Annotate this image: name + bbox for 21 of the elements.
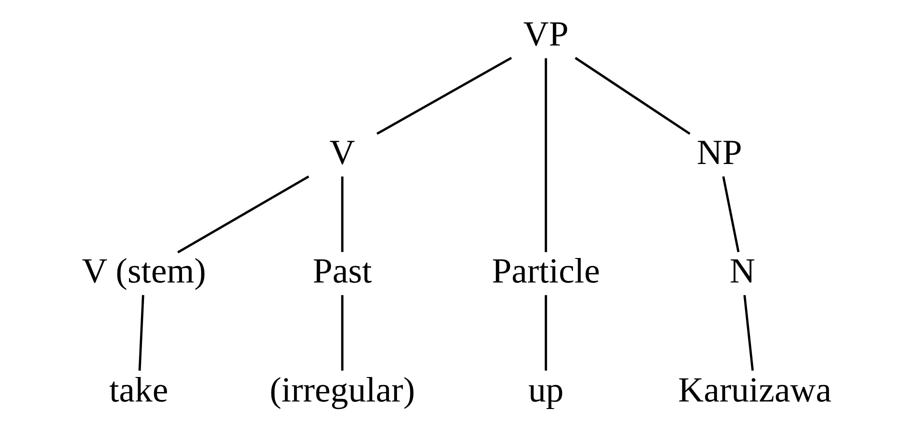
node-text: VP	[522, 13, 568, 54]
connector	[376, 56, 512, 135]
node-text: Past	[312, 250, 372, 291]
connector	[574, 56, 690, 135]
connector	[138, 295, 144, 371]
connector	[742, 294, 754, 371]
node-text: take	[108, 369, 168, 410]
node-text: Karuizawa	[678, 369, 831, 410]
node-text: (irregular)	[269, 369, 415, 410]
connector	[544, 295, 547, 371]
node-text: NP	[696, 132, 742, 172]
connector	[544, 58, 547, 252]
node-text: up	[528, 369, 564, 410]
connector	[340, 295, 343, 371]
node-text: V (stem)	[81, 250, 206, 291]
node-text: N	[729, 250, 755, 291]
connector	[722, 176, 740, 252]
connector	[176, 176, 309, 254]
node-text: Particle	[491, 250, 600, 291]
node-text: V	[329, 132, 355, 172]
connector	[340, 176, 343, 252]
